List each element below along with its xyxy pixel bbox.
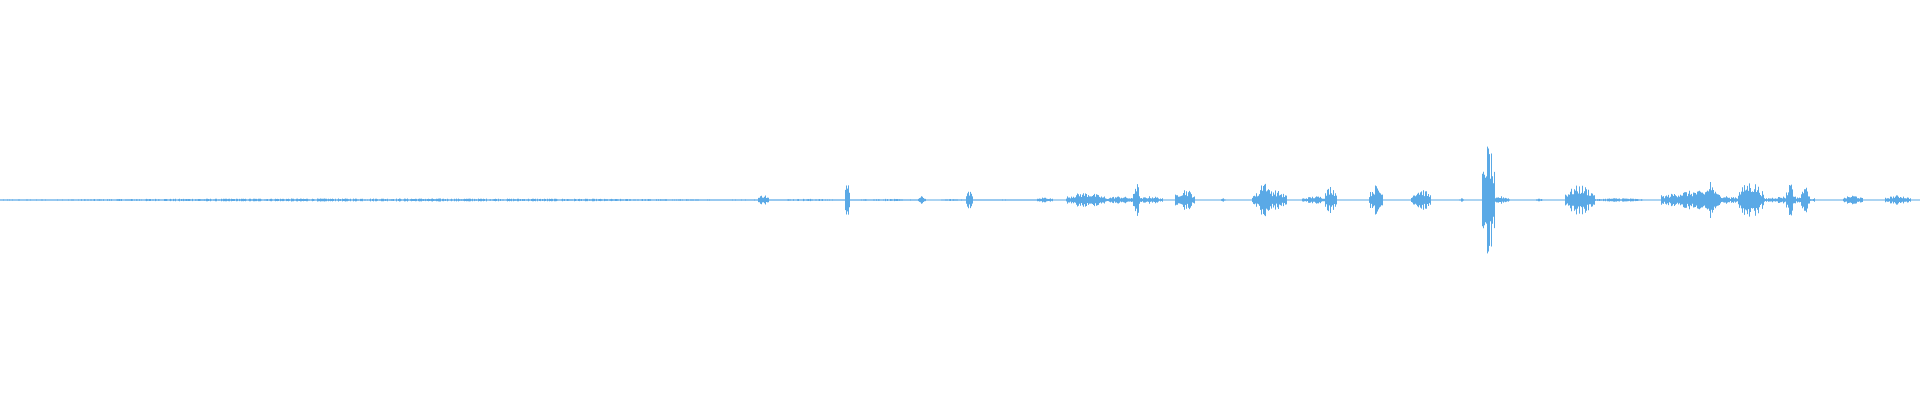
waveform-bars	[0, 146, 1911, 254]
waveform-path	[0, 146, 1911, 254]
